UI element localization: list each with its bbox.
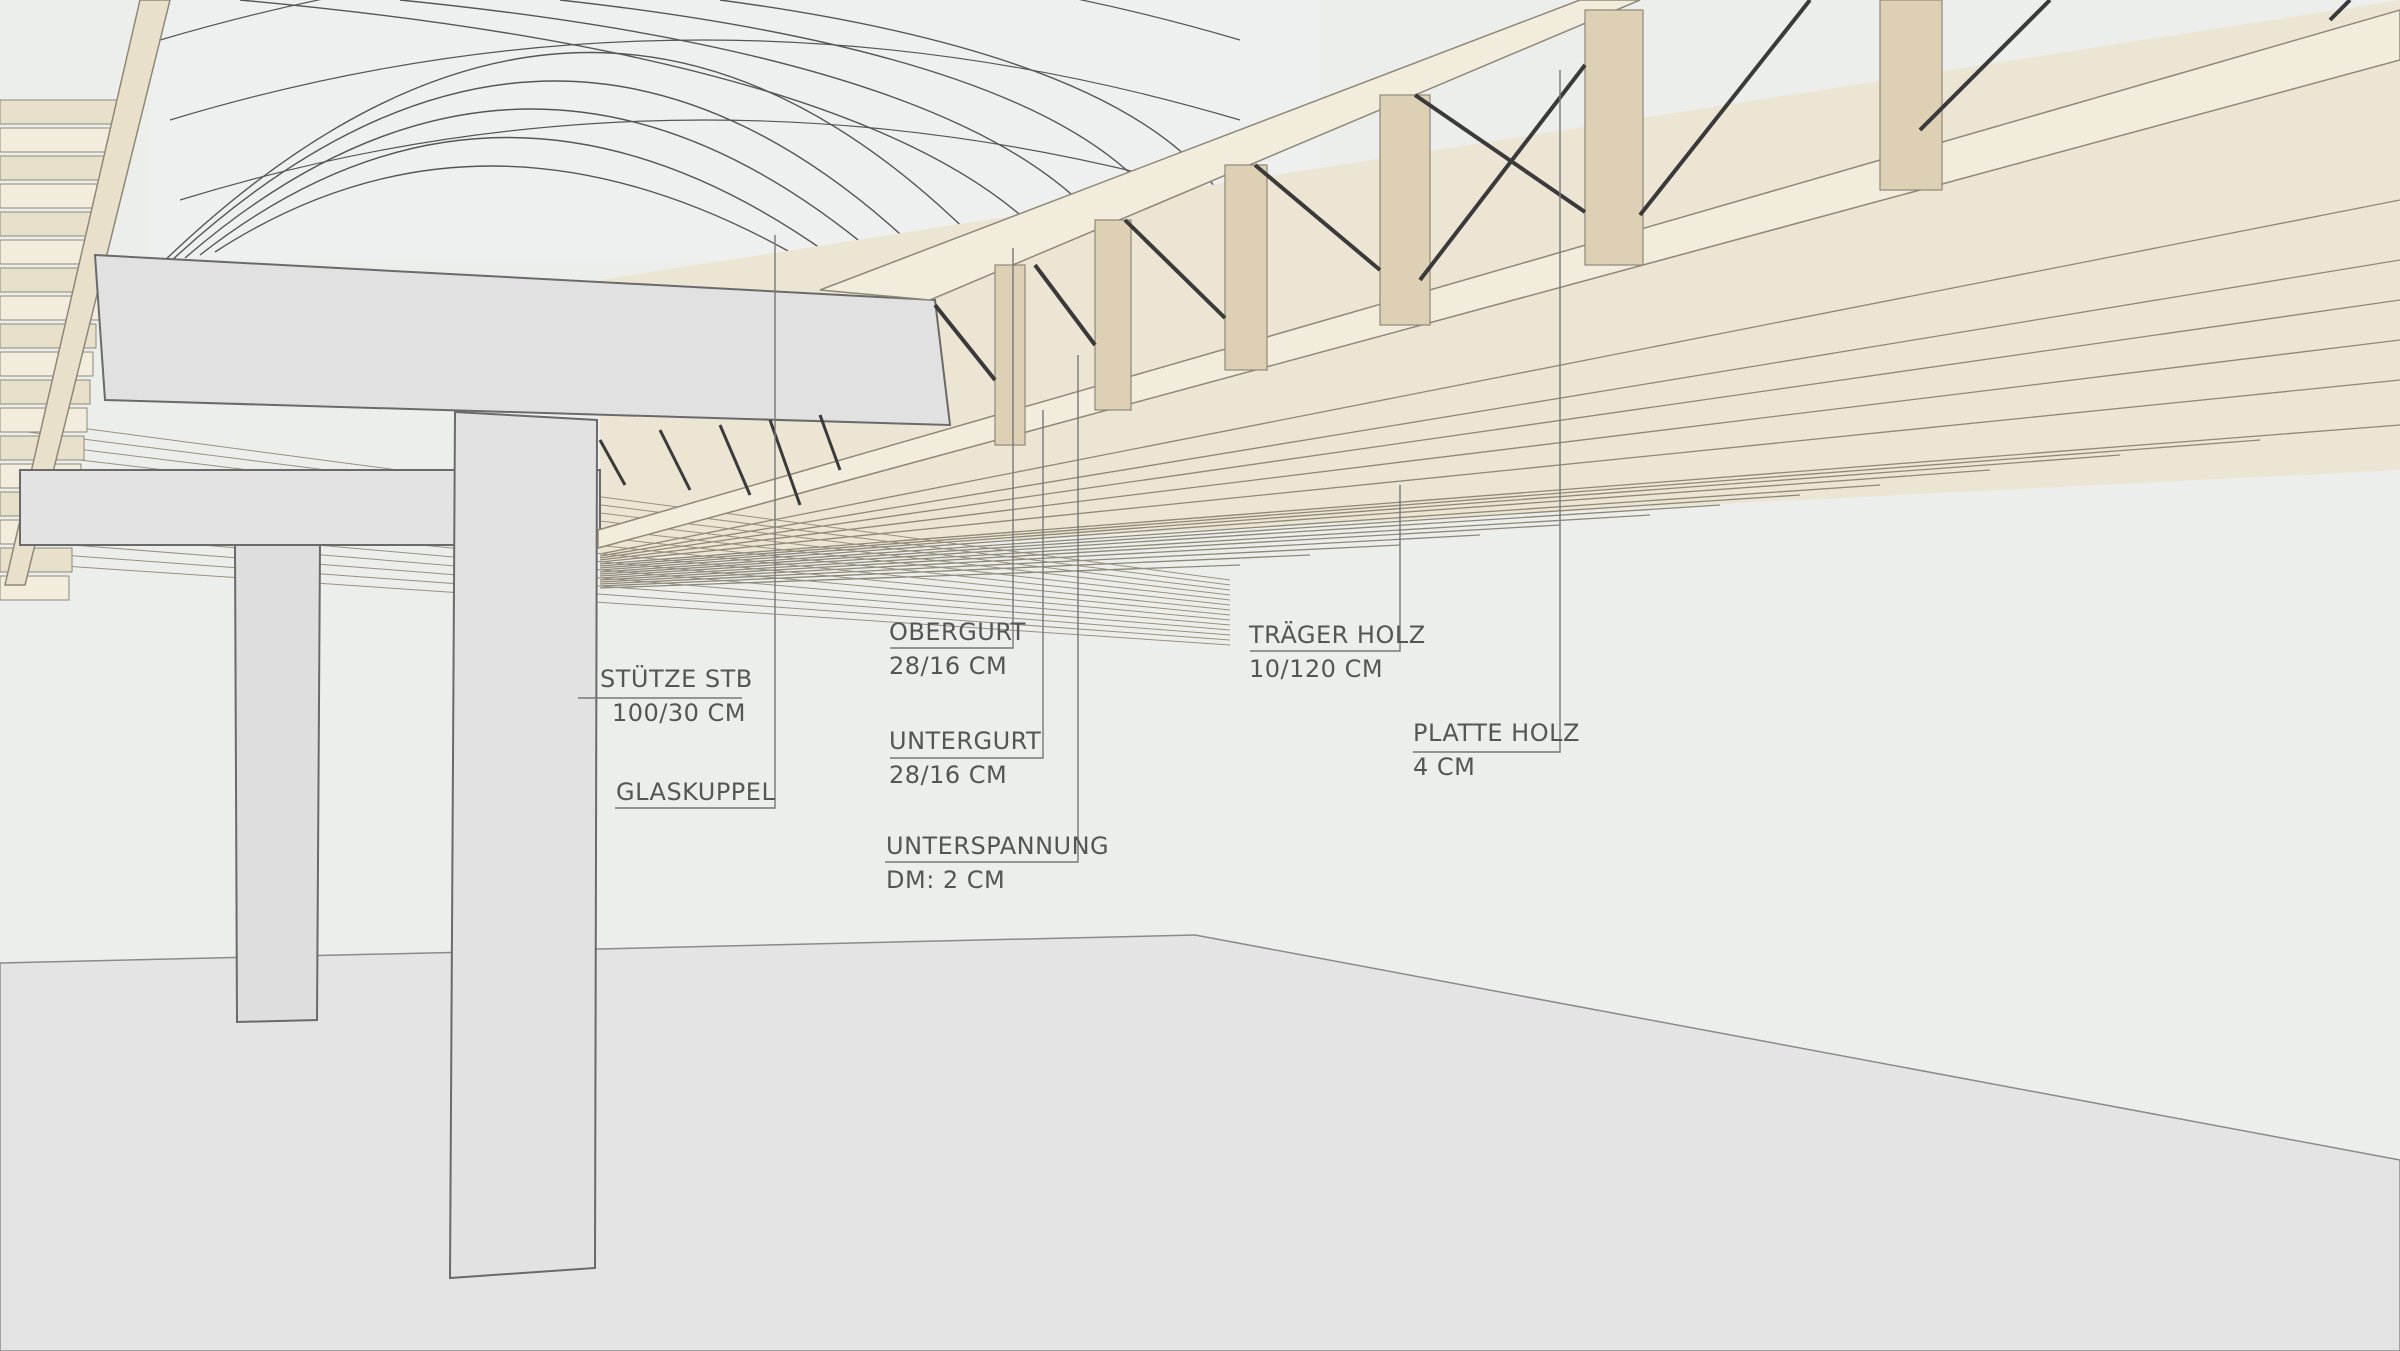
ceiling-board-edge xyxy=(599,469,1991,571)
tension-rod xyxy=(933,303,997,382)
tension-rod xyxy=(1413,93,1587,214)
plank-line xyxy=(19,441,1231,591)
label-untergurt-name: UNTERGURT xyxy=(889,727,1042,755)
tension-rod xyxy=(1253,163,1382,272)
ceiling-board-edge xyxy=(599,494,1801,575)
truss-post xyxy=(1379,94,1431,326)
label-platte-name: PLATTE HOLZ xyxy=(1413,719,1580,747)
leader-obergurt xyxy=(890,248,1014,649)
diagonal-beam xyxy=(4,0,171,586)
glass-dome xyxy=(150,0,1320,266)
plank xyxy=(0,155,115,181)
label-glaskuppel: GLASKUPPEL xyxy=(616,775,775,809)
truss-post xyxy=(1094,219,1132,411)
label-glaskuppel-name: GLASKUPPEL xyxy=(616,778,776,806)
timber-truss xyxy=(597,0,2400,549)
back-column xyxy=(233,544,322,1024)
label-unterspannung-dim: DM: 2 CM xyxy=(886,866,1006,894)
tension-rod xyxy=(1418,63,1587,282)
ceiling-board-edge xyxy=(599,484,1881,573)
tension-rod xyxy=(718,424,752,496)
plank-line xyxy=(19,551,1231,641)
tension-rod xyxy=(1638,0,1812,217)
label-traeger-name: TRÄGER HOLZ xyxy=(1249,621,1426,649)
ceiling-board-edge xyxy=(599,454,2121,569)
ceiling-board-edge xyxy=(599,424,2400,565)
label-stuetze-name: STÜTZE STB xyxy=(600,665,753,693)
tension-rod xyxy=(598,439,627,486)
ceiling-board-edge xyxy=(599,544,1401,585)
tension-rod xyxy=(2328,0,2352,22)
ceiling-board-edge xyxy=(599,199,2400,555)
label-traeger: TRÄGER HOLZ 10/120 CM xyxy=(1249,618,1426,686)
label-stuetze: STÜTZE STB 100/30 CM xyxy=(600,662,753,730)
left-plank-stack xyxy=(0,0,171,601)
ceiling-board-edge xyxy=(599,554,1311,587)
plank-line xyxy=(19,419,1231,581)
leader-platte xyxy=(1413,70,1561,753)
truss-post xyxy=(1224,164,1268,371)
tension-rod xyxy=(1033,263,1097,347)
plank xyxy=(0,127,118,153)
label-stuetze-dim: 100/30 CM xyxy=(611,699,746,727)
label-unterspannung: UNTERSPANNUNG DM: 2 CM xyxy=(886,829,1109,897)
floor xyxy=(0,934,2400,1351)
leader-untergurt xyxy=(890,410,1044,759)
top-chord xyxy=(819,0,1641,301)
truss-post xyxy=(1879,0,1943,191)
label-unterspannung-name: UNTERSPANNUNG xyxy=(886,832,1110,860)
plank xyxy=(0,379,91,405)
leader-glaskuppel xyxy=(615,235,776,809)
truss-post xyxy=(994,264,1026,446)
plank-line xyxy=(19,529,1231,631)
ceiling-board-edge xyxy=(599,299,2400,559)
ceiling-board-edge xyxy=(599,439,2261,567)
plank-line xyxy=(19,540,1231,636)
label-obergurt-dim: 28/16 CM xyxy=(889,652,1008,680)
label-obergurt-name: OBERGURT xyxy=(889,618,1026,646)
leader-lines xyxy=(578,70,1561,863)
ceiling-board-edge xyxy=(599,534,1481,583)
front-column xyxy=(448,410,599,1280)
label-platte: PLATTE HOLZ 4 CM xyxy=(1413,716,1580,784)
tension-rod xyxy=(658,429,692,491)
front-beam xyxy=(93,253,952,427)
label-obergurt: OBERGURT 28/16 CM xyxy=(889,615,1026,683)
bottom-chord xyxy=(597,9,2400,549)
ceiling-board-edge xyxy=(599,259,2400,557)
label-traeger-dim: 10/120 CM xyxy=(1249,655,1384,683)
label-untergurt-dim: 28/16 CM xyxy=(889,761,1008,789)
tension-rod xyxy=(818,414,842,471)
label-platte-dim: 4 CM xyxy=(1413,753,1476,781)
plank-line xyxy=(19,562,1231,646)
concrete-structure xyxy=(19,253,952,1280)
label-untergurt: UNTERGURT 28/16 CM xyxy=(889,724,1041,792)
truss-post xyxy=(1584,9,1644,266)
plank-line xyxy=(19,430,1231,586)
leader-traeger xyxy=(1250,485,1401,652)
plank xyxy=(0,99,121,125)
tension-rod xyxy=(1918,0,2052,132)
ceiling-board-edge xyxy=(599,339,2400,561)
tension-rod xyxy=(1123,218,1227,320)
leader-unterspannung xyxy=(885,355,1079,863)
ceiling-board-edge xyxy=(599,379,2400,563)
ceiling-board-edge xyxy=(599,564,1241,589)
